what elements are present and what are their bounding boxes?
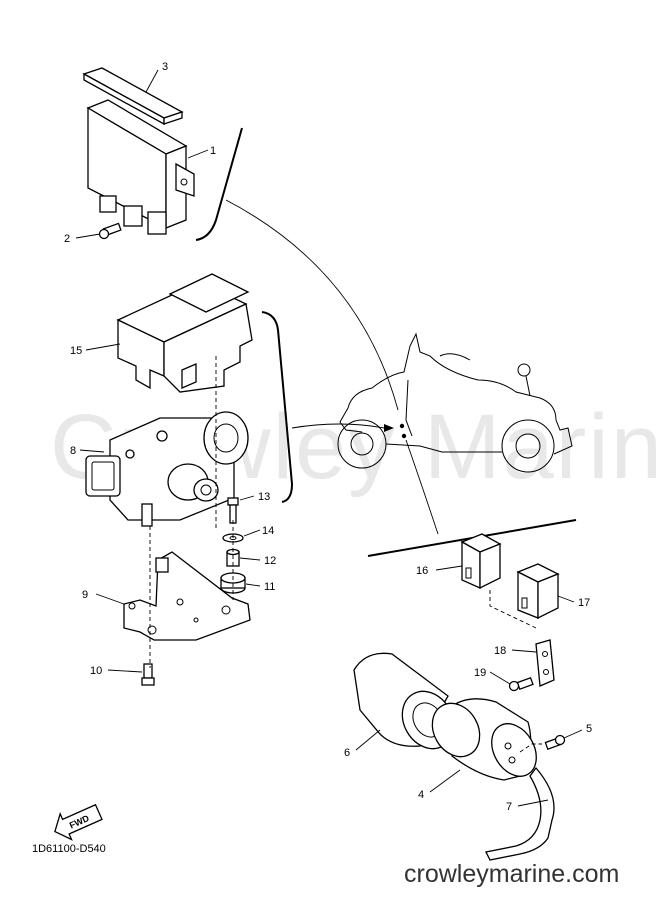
part-16-relay[interactable] [460, 533, 502, 590]
part-5-screw[interactable] [544, 734, 566, 750]
callout-12[interactable]: 12 [264, 555, 276, 567]
callout-10[interactable]: 10 [90, 665, 102, 677]
part-4-pump[interactable] [423, 695, 545, 784]
part-9-bracket[interactable] [123, 551, 251, 641]
motorcycle-silhouette [337, 332, 573, 473]
callout-16[interactable]: 16 [416, 565, 428, 577]
part-17-relay[interactable] [516, 563, 560, 620]
callout-8[interactable]: 8 [70, 445, 76, 457]
callout-4[interactable]: 4 [418, 789, 424, 801]
callout-3[interactable]: 3 [162, 61, 168, 73]
callout-17[interactable]: 17 [578, 597, 590, 609]
callout-18[interactable]: 18 [494, 645, 506, 657]
callout-15[interactable]: 15 [70, 345, 82, 357]
part-7-hose[interactable] [485, 766, 555, 861]
part-8-module[interactable] [85, 411, 249, 527]
callout-7[interactable]: 7 [506, 801, 512, 813]
fwd-arrow: FWD [54, 803, 103, 841]
callout-9[interactable]: 9 [82, 589, 88, 601]
part-15-cover[interactable] [116, 273, 253, 393]
part-2-screw[interactable] [98, 222, 122, 240]
callout-11[interactable]: 11 [264, 581, 275, 593]
part-19-screw[interactable] [508, 676, 534, 692]
leader-bottom-group [405, 439, 439, 535]
part-3-pad[interactable] [82, 67, 184, 126]
drawing-code: 1D61100-D540 [32, 843, 106, 855]
leader-top-group [225, 199, 399, 411]
part-13-bolt[interactable] [227, 497, 239, 524]
callout-1[interactable]: 1 [210, 145, 216, 157]
assembly-line-d [489, 590, 537, 629]
part-10-bolt[interactable] [141, 663, 155, 686]
group-bracket-top [195, 127, 243, 241]
assembly-line-e [519, 743, 542, 753]
callout-2[interactable]: 2 [64, 233, 70, 245]
callout-14[interactable]: 14 [262, 525, 274, 537]
callout-6[interactable]: 6 [344, 747, 350, 759]
leader-middle-group [291, 423, 385, 429]
part-18-bracket[interactable] [535, 639, 555, 687]
callout-19[interactable]: 19 [474, 667, 486, 679]
group-bracket-middle [261, 311, 294, 503]
callout-5[interactable]: 5 [586, 723, 592, 735]
callout-13[interactable]: 13 [258, 491, 270, 503]
brand-url[interactable]: crowleymarine.com [404, 860, 619, 888]
part-1-control-unit[interactable] [86, 99, 195, 235]
